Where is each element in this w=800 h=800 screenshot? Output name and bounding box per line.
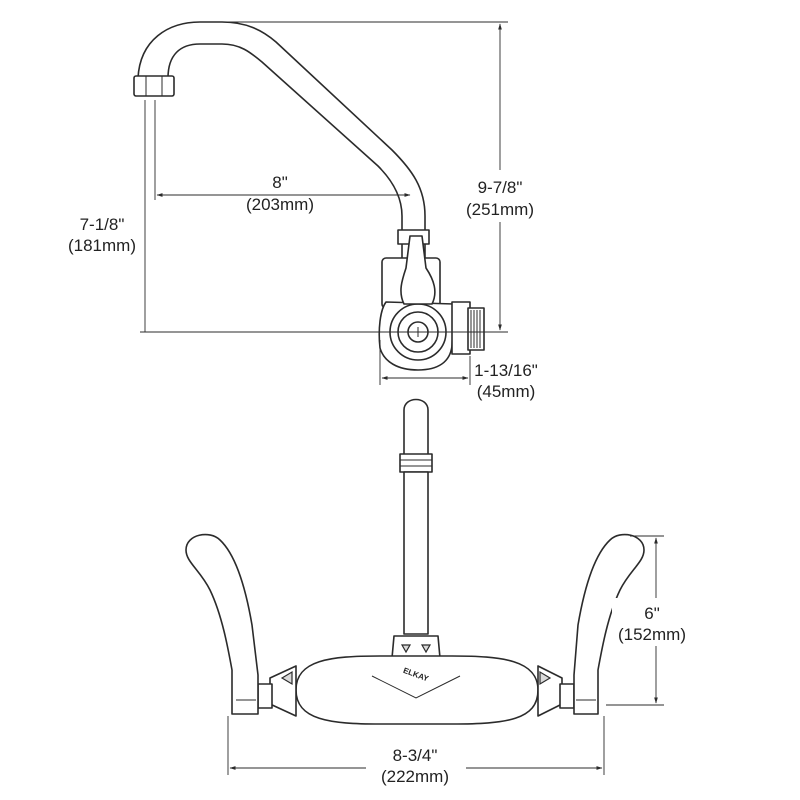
side-view: 8" (203mm) 7-1/8" (181mm) 9-7/8" (251mm)… — [68, 21, 538, 401]
handle-height-imperial: 6" — [644, 604, 660, 623]
front-spout — [391, 398, 441, 659]
front-right-handle — [537, 533, 645, 717]
side-valve-body — [378, 235, 485, 371]
front-left-handle — [185, 533, 297, 717]
spout-reach-imperial: 8" — [272, 173, 288, 192]
overall-height-metric: (251mm) — [466, 200, 534, 219]
overall-height-imperial: 9-7/8" — [478, 178, 523, 197]
front-body: ELKAY — [295, 655, 539, 725]
spout-reach-metric: (203mm) — [246, 195, 314, 214]
spout-height-imperial: 7-1/8" — [80, 215, 125, 234]
handle-height-metric: (152mm) — [618, 625, 686, 644]
front-view: ELKAY 6" (152mm) 8-3/4" — [185, 398, 700, 786]
body-depth-imperial: 1-13/16" — [474, 361, 538, 380]
body-depth-metric: (45mm) — [477, 382, 536, 401]
overall-width-imperial: 8-3/4" — [393, 746, 438, 765]
spout-height-metric: (181mm) — [68, 236, 136, 255]
overall-width-metric: (222mm) — [381, 767, 449, 786]
side-spout — [133, 21, 430, 263]
